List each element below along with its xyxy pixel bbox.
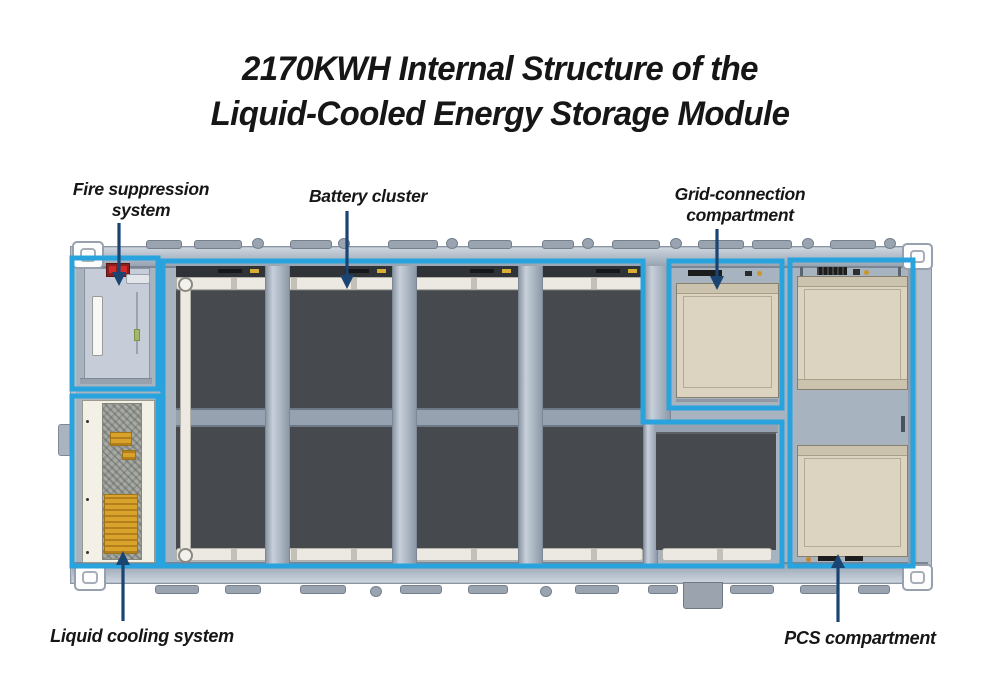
underbody-fixture — [575, 585, 619, 594]
underbody-fixture — [225, 585, 261, 594]
container-bottom-rail — [72, 562, 928, 582]
panel-screw — [86, 498, 89, 501]
roof-fixture — [542, 240, 574, 249]
underbody-fixture — [400, 585, 442, 594]
label-grid-connection-line2: compartment — [686, 205, 794, 225]
liquid-cooling-pump — [122, 450, 136, 460]
coolant-valve — [178, 277, 193, 292]
grid-top-vent — [688, 270, 722, 276]
coolant-valve — [178, 548, 193, 563]
roof-fixture — [194, 240, 242, 249]
page-title: 2170KWH Internal Structure of the Liquid… — [15, 47, 985, 137]
label-grid-connection-line1: Grid-connection — [674, 184, 806, 204]
underbody-fixture — [648, 585, 678, 594]
grid-top-fitting — [745, 271, 752, 276]
roof-fixture — [670, 238, 682, 249]
roof-fixture — [752, 240, 792, 249]
underbody-fixture — [468, 585, 508, 594]
pcs-top-indicator — [864, 270, 869, 275]
pcs-right-wall — [908, 266, 915, 564]
label-pcs-line1: PCS compartment — [784, 628, 936, 648]
label-liquid-cooling-line1: Liquid cooling system — [50, 626, 234, 646]
pcs-cabinet-lower — [797, 445, 908, 557]
label-fire-suppression: Fire suppression system — [30, 179, 252, 221]
label-fire-suppression-line1: Fire suppression — [72, 179, 210, 199]
page-title-line1: 2170KWH Internal Structure of the — [242, 50, 758, 88]
underbody-fixture — [800, 585, 838, 594]
underbody-fixture — [540, 586, 552, 597]
container-foot-block — [683, 582, 723, 609]
pcs-top-fitting — [853, 269, 860, 275]
battery-indicator-light — [628, 269, 637, 273]
corner-casting — [902, 564, 933, 591]
label-battery-cluster-line1: Battery cluster — [308, 186, 428, 206]
roof-fixture — [612, 240, 660, 249]
container-top-rail — [72, 248, 928, 268]
fire-cabinet-latch — [134, 329, 140, 341]
grid-top-indicator — [757, 271, 762, 276]
underbody-fixture — [730, 585, 774, 594]
battery-indicator-strip — [596, 269, 620, 273]
coolant-pipe-vertical — [180, 280, 191, 560]
label-grid-connection: Grid-connection compartment — [650, 184, 830, 226]
battery-indicator-light — [502, 269, 511, 273]
battery-frame-pillar — [265, 266, 290, 566]
grid-connection-cabinet — [676, 283, 779, 398]
fire-cabinet-door-seam — [136, 292, 138, 354]
underbody-fixture — [155, 585, 199, 594]
door-hinge-tab — [58, 424, 73, 456]
roof-fixture — [446, 238, 458, 249]
roof-fixture — [468, 240, 512, 249]
pcs-cabinet-upper — [797, 276, 908, 390]
roof-fixture — [698, 240, 744, 249]
pcs-bottom-vent — [845, 556, 863, 561]
roof-fixture — [338, 238, 350, 249]
corner-casting — [902, 243, 933, 270]
fire-cabinet-handle — [92, 296, 103, 356]
roof-fixture — [582, 238, 594, 249]
battery-indicator-light — [250, 269, 259, 273]
underbody-fixture — [858, 585, 890, 594]
label-fire-suppression-line2: system — [111, 200, 171, 220]
label-liquid-cooling: Liquid cooling system — [36, 626, 248, 647]
grid-cabinet-base — [676, 399, 778, 402]
roof-fixture — [802, 238, 814, 249]
panel-screw — [86, 551, 89, 554]
battery-indicator-strip — [345, 269, 369, 273]
coolant-pipe-bottom — [662, 548, 772, 561]
page-title-line2: Liquid-Cooled Energy Storage Module — [210, 95, 790, 133]
roof-fixture — [290, 240, 332, 249]
pcs-bottom-vent — [818, 556, 838, 561]
underbody-fixture — [300, 585, 346, 594]
pcs-gap-hinge — [901, 416, 905, 432]
battery-indicator-strip — [470, 269, 494, 273]
battery-frame-pillar — [392, 266, 417, 566]
panel-screw — [86, 420, 89, 423]
fire-suppression-cabinet-base — [80, 378, 152, 384]
pcs-top-post — [800, 267, 803, 276]
liquid-cooling-heat-exchanger — [104, 494, 138, 554]
roof-fixture — [252, 238, 264, 249]
battery-panel-wall — [656, 432, 776, 550]
label-pcs: PCS compartment — [772, 628, 948, 649]
battery-frame-pillar — [643, 266, 671, 422]
corner-casting — [74, 564, 106, 591]
pcs-top-post — [898, 267, 901, 276]
battery-indicator-light — [377, 269, 386, 273]
roof-fixture — [830, 240, 876, 249]
roof-fixture — [884, 238, 896, 249]
pcs-bottom-indicator — [806, 557, 811, 562]
corner-casting — [72, 241, 104, 269]
pcs-top-vent — [817, 267, 847, 275]
roof-fixture — [146, 240, 182, 249]
battery-frame-pillar — [518, 266, 543, 566]
liquid-cooling-pump — [110, 432, 132, 446]
battery-indicator-strip — [218, 269, 242, 273]
roof-fixture — [388, 240, 438, 249]
label-battery-cluster: Battery cluster — [282, 186, 454, 207]
fire-pipe-fitting — [126, 274, 150, 284]
underbody-fixture — [370, 586, 382, 597]
